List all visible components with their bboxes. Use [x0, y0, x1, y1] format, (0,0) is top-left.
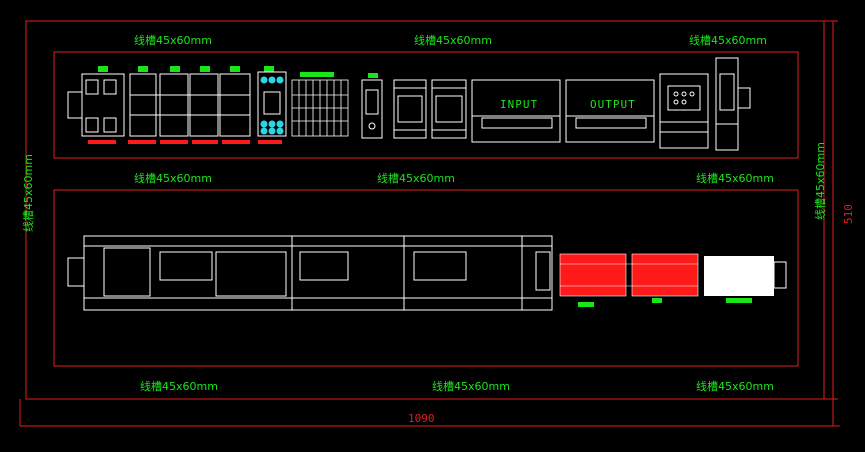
relay-group: [393, 79, 467, 139]
bottom-duct-label-center: 线槽45x60mm: [432, 380, 510, 393]
breaker-red-markers: [88, 140, 282, 144]
right-duct-label: 线槽45x60mm: [814, 142, 827, 220]
bottom-duct-label-left: 线槽45x60mm: [140, 380, 218, 393]
terminal-green-tag: [300, 72, 334, 77]
bottom-duct-label-right: 线槽45x60mm: [696, 380, 774, 393]
plc-rack: [67, 235, 553, 311]
narrow-din-module: [715, 57, 751, 151]
controller-module: [659, 73, 709, 149]
psu-green-tag: [368, 73, 378, 78]
width-dimension: 1090: [408, 412, 435, 425]
circuit-breaker-group: [67, 73, 251, 137]
left-duct-label: 线槽45x60mm: [22, 154, 35, 232]
outer-frame: [19, 20, 840, 427]
top-duct-label-left: 线槽45x60mm: [134, 34, 212, 47]
output-module-label: OUTPUT: [590, 98, 636, 111]
top-mounting-plate: [53, 51, 799, 159]
contactor-module: [257, 71, 287, 137]
top-duct-label-center: 线槽45x60mm: [414, 34, 492, 47]
terminal-block-strip: [291, 79, 349, 137]
breaker-green-tags: [98, 66, 274, 72]
middle-duct-label-left: 线槽45x60mm: [134, 172, 212, 185]
power-supply-module: [361, 79, 383, 139]
middle-duct-label-right: 线槽45x60mm: [696, 172, 774, 185]
input-module-label: INPUT: [500, 98, 539, 111]
top-duct-label-right: 线槽45x60mm: [689, 34, 767, 47]
input-module: [471, 79, 561, 143]
output-module: [565, 79, 655, 143]
middle-duct-label-center: 线槽45x60mm: [377, 172, 455, 185]
height-dimension: 510: [842, 204, 855, 224]
io-green-tags: [578, 298, 752, 307]
bottom-mounting-plate: [53, 189, 799, 367]
io-terminal-modules: [559, 253, 787, 297]
